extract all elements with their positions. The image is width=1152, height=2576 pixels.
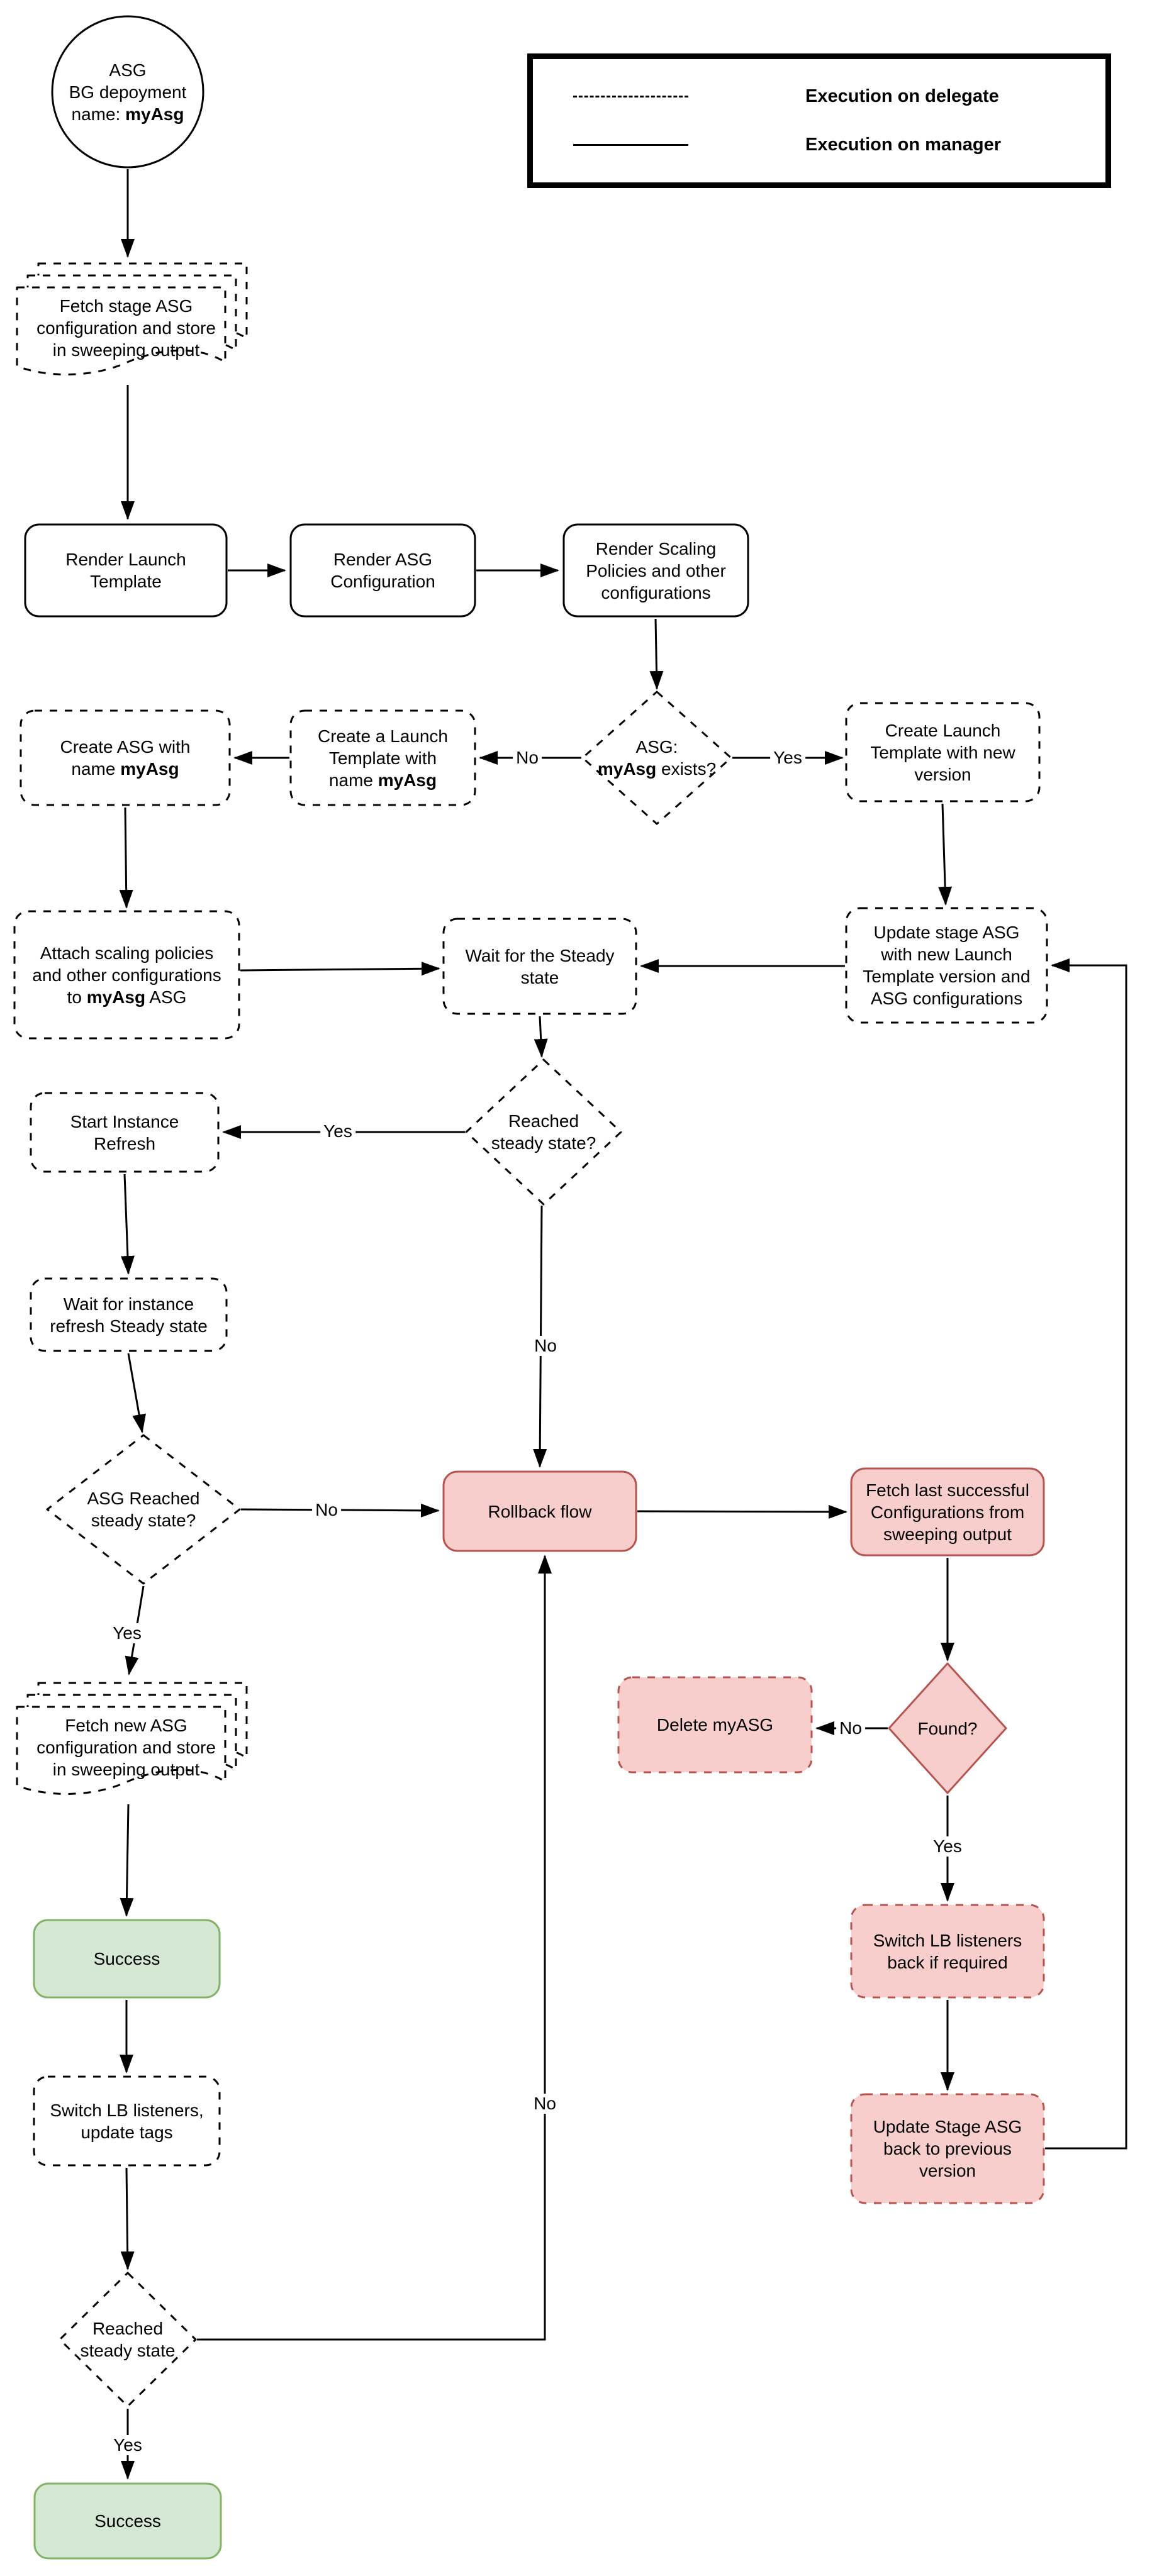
edge-label-no-reached-steady: No: [531, 1336, 560, 1356]
node-rollback-flow: Rollback flow: [442, 1470, 637, 1552]
edge-label-yes-reached-steady: Yes: [320, 1121, 355, 1141]
edge-label-yes-asg-exists: Yes: [770, 748, 805, 768]
edge-update-back-loop-to-update-stage: [1045, 958, 1127, 2150]
node-rollback-flow-label: Rollback flow: [488, 1501, 592, 1521]
edge-label-no-asg-reached: No: [312, 1500, 341, 1520]
edge-label-yes-found: Yes: [930, 1836, 965, 1857]
legend-row-manager: Execution on manager: [533, 135, 1105, 155]
edge-render-scaling-to-asg-exists: [649, 618, 664, 690]
node-switch-lb-listeners: Switch LB listeners,update tags: [33, 2075, 221, 2167]
edge-rollback-to-fetch-last: [637, 1504, 847, 1519]
node-success-final: Success: [33, 2482, 222, 2560]
decision-asg-exists-label: ASG:myAsg exists?: [597, 737, 717, 779]
edge-label-yes-reached-steady-final: Yes: [110, 2435, 145, 2455]
decision-asg-exists: ASG:myAsg exists?: [581, 691, 732, 825]
legend: Execution on delegate Execution on manag…: [527, 53, 1111, 188]
decision-found: Found?: [888, 1662, 1007, 1794]
edge-wait-steady-to-reached-steady: [534, 1016, 548, 1058]
edge-wait-refresh-to-asg-reached: [127, 1353, 146, 1433]
edge-fetch-new-to-success: [120, 1804, 134, 1917]
node-delete-myasg-label: Delete myASG: [656, 1715, 774, 1735]
edge-start-refresh-to-wait-refresh: [120, 1174, 135, 1275]
edge-create-asg-to-attach: [119, 807, 133, 909]
dashed-line-icon: [573, 96, 688, 98]
node-success-mid-label: Success: [93, 1949, 160, 1968]
legend-manager-label: Execution on manager: [805, 134, 1002, 155]
edge-label-no-reached-steady-final: No: [530, 2094, 559, 2114]
edge-label-no-asg-exists: No: [513, 748, 542, 768]
edge-attach-to-wait-steady: [240, 962, 440, 976]
edge-reached-steady-final-no-to-rollback: [197, 1555, 552, 2341]
node-success-mid: Success: [33, 1919, 221, 1999]
decision-found-label: Found?: [917, 1718, 978, 1738]
node-delete-myasg: Delete myASG: [617, 1676, 813, 1774]
node-switch-lb-listeners-label: Switch LB listeners,update tags: [50, 2100, 204, 2142]
node-success-final-label: Success: [94, 2511, 161, 2531]
legend-delegate-label: Execution on delegate: [805, 86, 999, 107]
solid-line-icon: [573, 143, 688, 146]
edge-label-yes-asg-reached: Yes: [109, 1623, 145, 1643]
edge-switch-lb-to-reached-steady-final: [120, 2167, 135, 2270]
edge-create-lt-new-to-update-stage: [938, 803, 953, 906]
legend-row-delegate: Execution on delegate: [533, 86, 1105, 107]
edge-label-no-found: No: [836, 1718, 865, 1738]
